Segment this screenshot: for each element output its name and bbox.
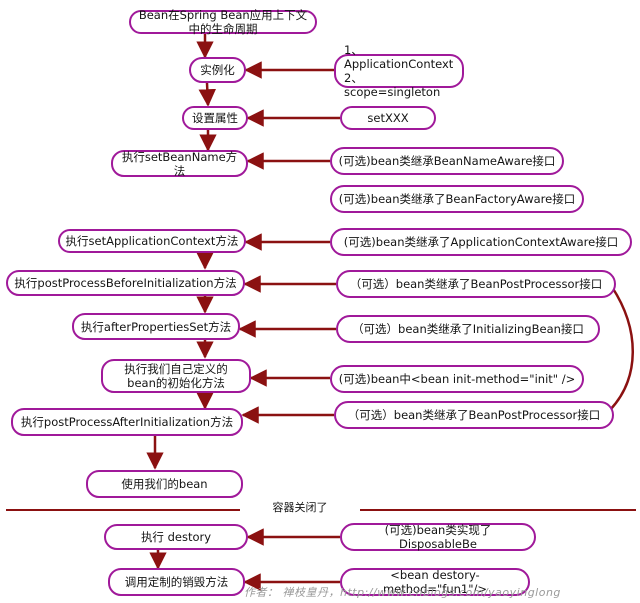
note-application-context: 1、ApplicationContext 2、scope=singleton	[334, 43, 464, 99]
arrow-instantiate-to-set-properties	[198, 82, 217, 107]
step-after-properties-set-label: 执行afterPropertiesSet方法	[80, 319, 232, 334]
note-bean-post-processor-1: （可选）bean类继承了BeanPostProcessor接口	[336, 270, 616, 298]
step-set-bean-name: 执行setBeanName方法	[111, 149, 248, 178]
step-post-process-before: 执行postProcessBeforeInitialization方法	[6, 270, 245, 296]
step-post-process-before-label: 执行postProcessBeforeInitialization方法	[14, 276, 237, 290]
step-destroy-label: 执行 destory	[140, 530, 212, 544]
note-application-context-aware: (可选)bean类继承了ApplicationContextAware接口	[330, 228, 632, 256]
step-custom-destroy: 调用定制的销毁方法	[108, 568, 245, 596]
step-custom-init-label: 执行我们自己定义的 bean的初始化方法	[124, 362, 228, 390]
note-bean-post-processor-2-label: （可选）bean类继承了BeanPostProcessor接口	[347, 408, 601, 422]
step-set-application-context: 执行setApplicationContext方法	[58, 229, 246, 253]
lifecycle-title: Bean在Spring Bean应用上下文中的生命周期	[129, 8, 317, 36]
step-post-process-after: 执行postProcessAfterInitialization方法	[11, 408, 243, 436]
step-destroy: 执行 destory	[104, 524, 248, 550]
step-set-properties-label: 设置属性	[192, 111, 238, 125]
step-set-bean-name-label: 执行setBeanName方法	[121, 149, 238, 178]
container-closed-label: 容器关闭了	[240, 501, 360, 515]
note-initializing-bean-label: （可选）bean类继承了InitializingBean接口	[352, 322, 584, 336]
note-initializing-bean: （可选）bean类继承了InitializingBean接口	[336, 315, 600, 343]
note-set-xxx: setXXX	[340, 106, 436, 130]
note-application-context-aware-label: (可选)bean类继承了ApplicationContextAware接口	[343, 235, 619, 249]
note-disposable-bean-label: (可选)bean类实现了DisposableBe	[384, 523, 492, 551]
note-application-context-label: 1、ApplicationContext 2、scope=singleton	[344, 43, 454, 99]
note-bean-name-aware-label: (可选)bean类继承BeanNameAware接口	[338, 154, 556, 168]
step-instantiate-label: 实例化	[200, 63, 235, 77]
note-disposable-bean: (可选)bean类实现了DisposableBe	[340, 523, 536, 551]
note-bean-name-aware: (可选)bean类继承BeanNameAware接口	[330, 147, 564, 175]
note-set-xxx-label: setXXX	[367, 111, 409, 125]
connector-bean-post-processor	[609, 286, 634, 411]
author-watermark: 作者： 禅枝皇丹，http://www.cnblogs.com/yaoyingl…	[244, 586, 561, 599]
step-use-bean: 使用我们的bean	[86, 470, 243, 498]
step-instantiate: 实例化	[189, 57, 246, 83]
step-set-properties: 设置属性	[182, 106, 248, 130]
lifecycle-title-text: Bean在Spring Bean应用上下文中的生命周期	[138, 8, 308, 36]
step-use-bean-label: 使用我们的bean	[121, 477, 208, 491]
step-post-process-after-label: 执行postProcessAfterInitialization方法	[20, 415, 234, 429]
step-set-application-context-label: 执行setApplicationContext方法	[65, 234, 239, 248]
step-custom-init: 执行我们自己定义的 bean的初始化方法	[101, 359, 251, 393]
note-bean-post-processor-2: （可选）bean类继承了BeanPostProcessor接口	[334, 401, 614, 429]
note-init-method-label: (可选)bean中<bean init-method="init" />	[338, 372, 576, 386]
note-destroy-method: <bean destory-method="fun1"/>	[340, 568, 530, 596]
note-bean-factory-aware: (可选)bean类继承了BeanFactoryAware接口	[330, 185, 584, 213]
note-bean-post-processor-1-label: （可选）bean类继承了BeanPostProcessor接口	[349, 277, 603, 291]
step-custom-destroy-label: 调用定制的销毁方法	[124, 575, 229, 589]
note-bean-factory-aware-label: (可选)bean类继承了BeanFactoryAware接口	[338, 192, 576, 206]
step-after-properties-set: 执行afterPropertiesSet方法	[72, 313, 240, 340]
note-init-method: (可选)bean中<bean init-method="init" />	[330, 365, 584, 393]
note-destroy-method-label: <bean destory-method="fun1"/>	[382, 568, 488, 596]
